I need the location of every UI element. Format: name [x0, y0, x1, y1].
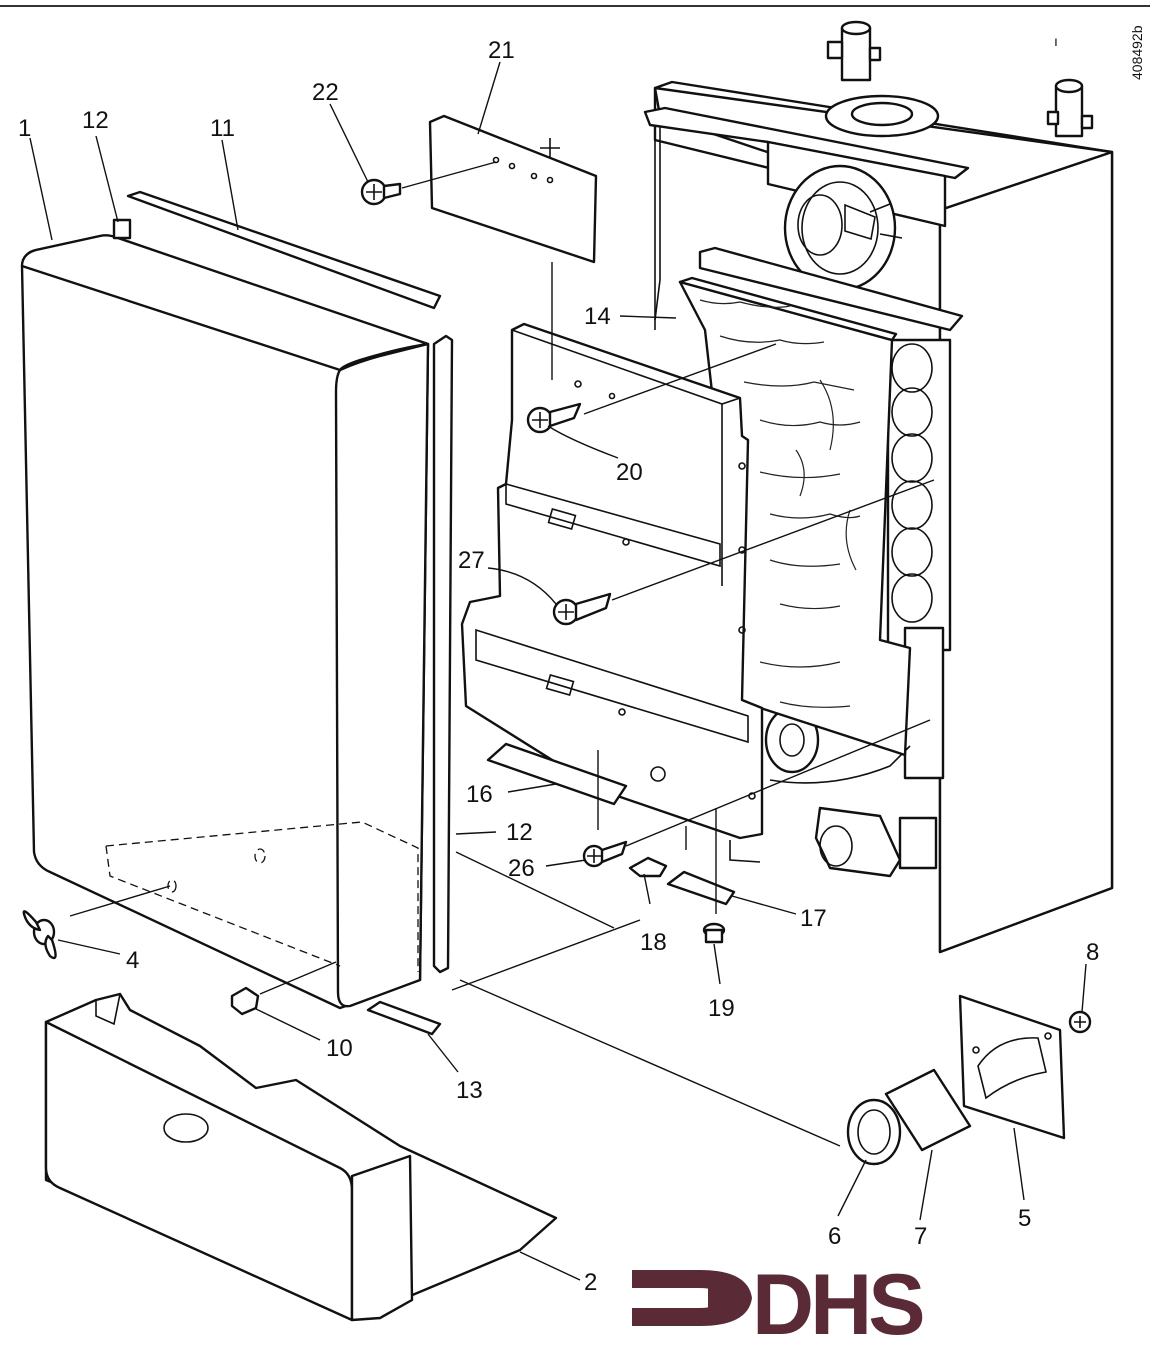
dhs-logo: DHS [632, 1257, 926, 1353]
callout-8: 8 [1086, 939, 1099, 966]
drawing-code: 408492b [1129, 25, 1145, 80]
callout-13: 13 [456, 1077, 483, 1104]
screw-20 [526, 402, 582, 434]
callout-1: 1 [18, 115, 31, 142]
dhs-logo-arrow [708, 1278, 742, 1318]
bracket-17 [666, 870, 736, 906]
screw-26 [582, 840, 628, 868]
callout-16: 16 [466, 781, 493, 808]
callout-22: 22 [312, 79, 339, 106]
callout-26: 26 [508, 855, 535, 882]
plate-5 [958, 994, 1066, 1140]
callout-27: 27 [458, 547, 485, 574]
callout-12-side: 12 [506, 819, 533, 846]
callout-7: 7 [914, 1223, 927, 1250]
callout-5: 5 [1018, 1205, 1031, 1232]
callout-11: 11 [210, 115, 235, 142]
seal-strip-11 [126, 190, 442, 310]
callout-21: 21 [488, 37, 515, 64]
chamber-front-panel [460, 322, 764, 840]
strip-13 [366, 1000, 442, 1036]
callout-20: 20 [616, 459, 643, 486]
bottom-cover-2 [44, 992, 558, 1322]
flow-pipe [826, 20, 882, 82]
panel-21 [428, 114, 598, 264]
dhs-logo-text: DHS [752, 1257, 922, 1353]
callout-10: 10 [326, 1035, 353, 1062]
boiler-chassis [643, 20, 1114, 954]
nut-10 [230, 986, 260, 1016]
sight-glass-7 [884, 1068, 972, 1152]
screw-22 [360, 178, 402, 206]
screw-8 [1068, 1010, 1092, 1034]
top-mark: ı [1054, 33, 1058, 49]
callout-18: 18 [640, 929, 667, 956]
dhs-logo-mark [632, 1270, 752, 1326]
clip-18 [628, 856, 668, 878]
callout-14: 14 [584, 303, 611, 330]
callout-19: 19 [708, 995, 735, 1022]
screw-19 [702, 922, 726, 944]
callout-4: 4 [126, 947, 139, 974]
wing-nut-4 [22, 910, 57, 960]
callout-17: 17 [800, 905, 827, 932]
leader-lines [29, 61, 1087, 1281]
burner-coils [891, 343, 933, 623]
bracket-16 [486, 742, 628, 806]
callout-12-top: 12 [82, 107, 109, 134]
callout-6: 6 [828, 1223, 841, 1250]
return-pipe [1046, 78, 1094, 138]
assembly-lines [69, 161, 935, 1147]
callout-2: 2 [584, 1269, 597, 1296]
screw-27 [552, 592, 612, 626]
seal-strip-12 [432, 334, 454, 974]
front-casing-1 [20, 218, 430, 1010]
callouts: 1 12 11 22 21 14 20 27 16 12 26 18 17 19… [18, 37, 1099, 1296]
gasket-6 [846, 1098, 902, 1166]
